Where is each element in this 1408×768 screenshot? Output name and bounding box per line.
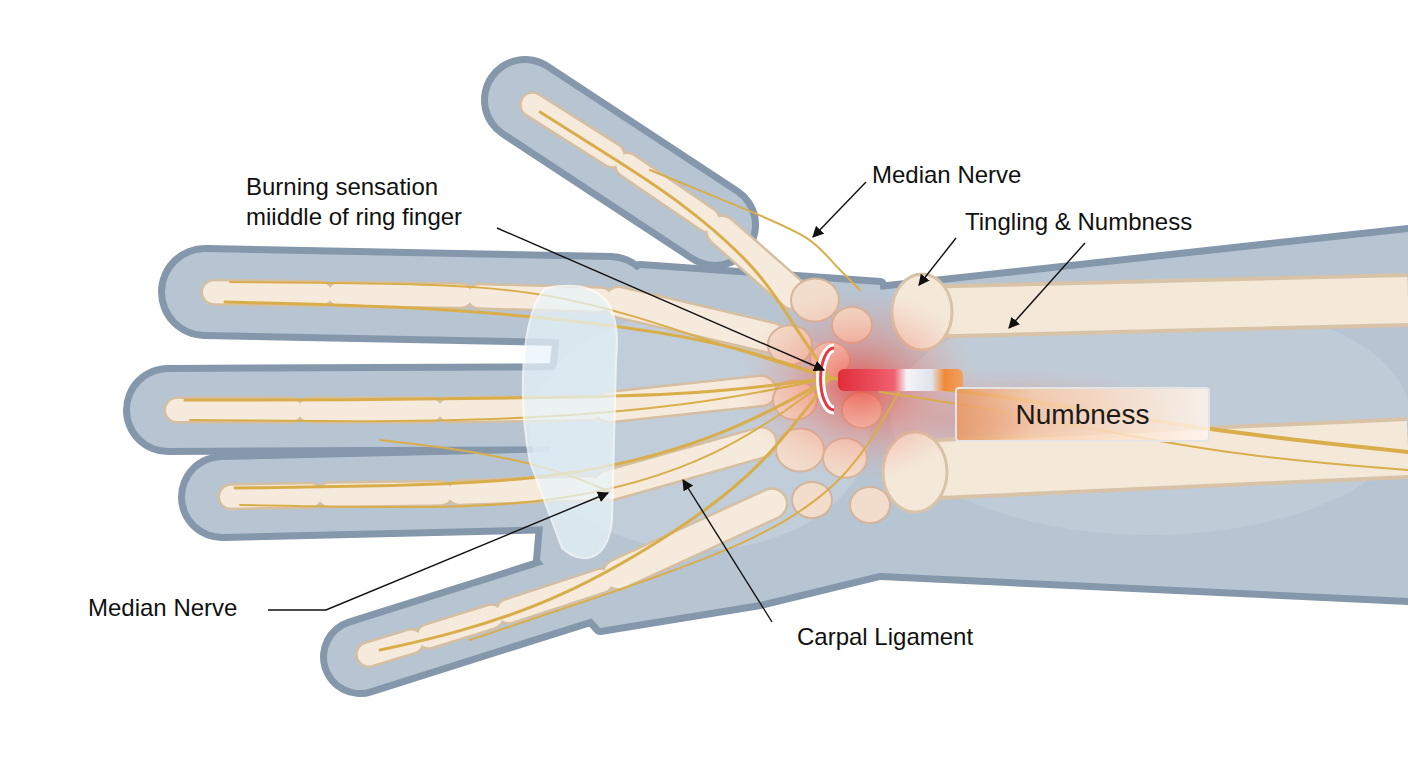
symptom-label: Burning sensation miiddle of ring finger (246, 172, 496, 232)
part-label: Carpal Ligament (797, 622, 973, 652)
nerve-fiber (190, 378, 830, 421)
carpal-bone (850, 487, 890, 523)
bone-outline (231, 495, 311, 497)
nerve-fiber (650, 170, 860, 290)
bone-outline (429, 617, 492, 637)
carpal-tunnel-ring (821, 348, 834, 410)
finger-bone (429, 617, 492, 637)
forearm-highlight (890, 295, 1408, 535)
finger-bone (619, 302, 771, 338)
leader-line (683, 480, 772, 622)
bone-outline (214, 292, 321, 294)
bone-outline (619, 302, 771, 338)
bone-outline (609, 442, 762, 485)
finger-bone (177, 399, 291, 421)
leader-line (1009, 243, 1085, 328)
symptom-label: Tingling & Numbness (965, 207, 1192, 237)
leader-line (497, 228, 824, 370)
bone-outline (339, 294, 461, 296)
ulna-bone (915, 448, 1408, 470)
forearm-bones (883, 274, 1408, 512)
part-label: Median Nerve (88, 593, 237, 623)
radius-bone (915, 300, 1408, 312)
finger-bone (609, 442, 762, 485)
leader-line (268, 493, 608, 610)
carpal-tunnel-ring (821, 348, 834, 410)
bone-outline (722, 231, 794, 294)
finger-bone (214, 292, 321, 294)
leader-line (919, 238, 956, 285)
finger-bone (722, 231, 794, 294)
finger-bone (339, 294, 461, 296)
radius-bone (915, 300, 1408, 312)
hand-bones (177, 105, 793, 655)
finger-bone (533, 105, 613, 155)
symptom-box: Numbness (955, 387, 1210, 442)
box-label: Numbness (1016, 399, 1150, 431)
leader-line (813, 182, 866, 237)
part-label: Median Nerve (872, 160, 1021, 190)
finger-bone (231, 495, 311, 497)
ulna-bone (915, 448, 1408, 470)
finger-bone (309, 399, 431, 421)
ligament-shape (523, 286, 617, 558)
finger-bone (329, 493, 441, 495)
nerves (185, 112, 1408, 650)
bone-outline (329, 493, 441, 495)
bone-outline (533, 105, 613, 155)
compressed-nerve (838, 369, 963, 391)
